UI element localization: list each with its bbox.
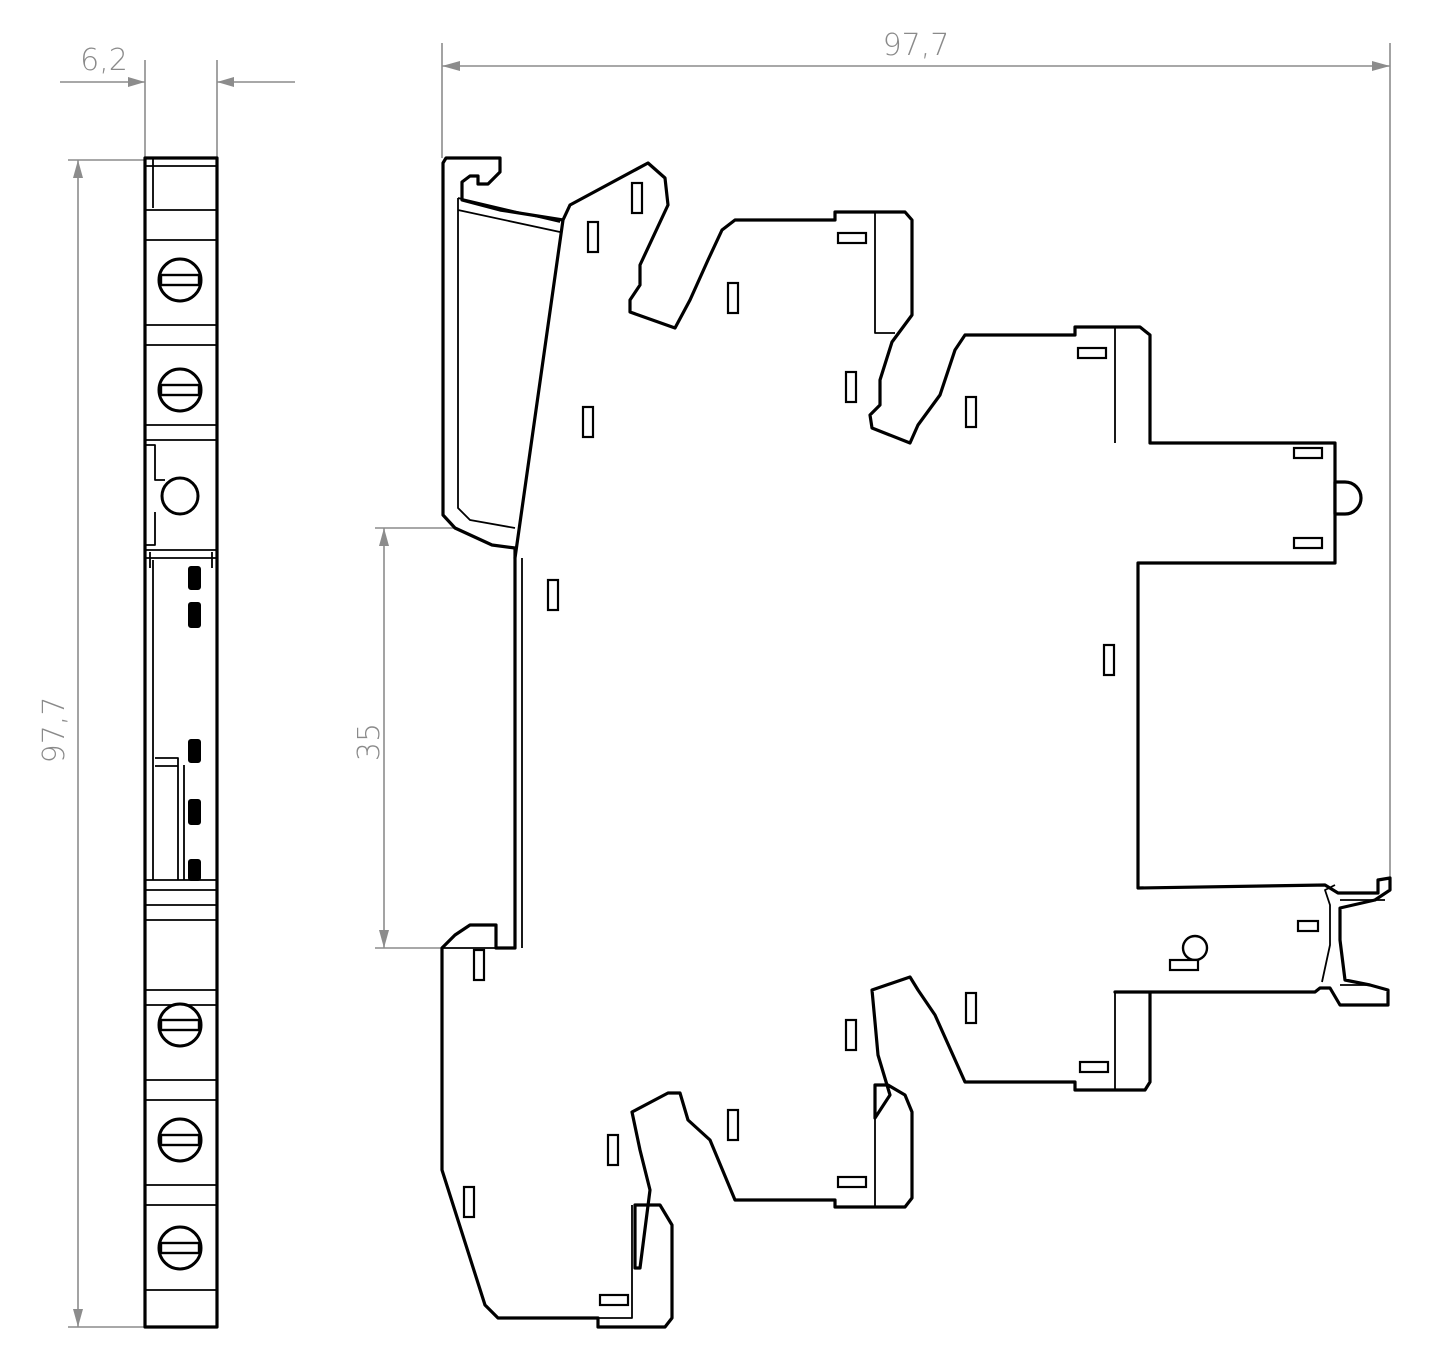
height-dimension: 97,7 — [37, 159, 145, 1328]
rail-dimension: 35 — [352, 527, 515, 949]
indicator-circle-icon — [1181, 934, 1209, 962]
height-dimension-label: 97,7 — [37, 697, 72, 764]
screw-terminal-icon — [157, 1117, 203, 1163]
screw-terminal-icon — [157, 367, 203, 413]
width-dimension-label: 6,2 — [80, 43, 128, 78]
relay-side-view — [143, 156, 219, 1329]
relay-profile-view — [440, 156, 1392, 1329]
screw-terminal-icon — [157, 257, 203, 303]
led-indicator-icon — [1333, 480, 1363, 516]
rail-dimension-label: 35 — [352, 723, 387, 761]
screw-terminal-icon — [157, 1002, 203, 1048]
length-dimension: 97,7 — [441, 28, 1391, 878]
screw-terminal-icon — [157, 1225, 203, 1271]
release-button-icon — [160, 476, 200, 516]
length-dimension-label: 97,7 — [883, 28, 950, 63]
width-dimension: 6,2 — [60, 43, 295, 160]
